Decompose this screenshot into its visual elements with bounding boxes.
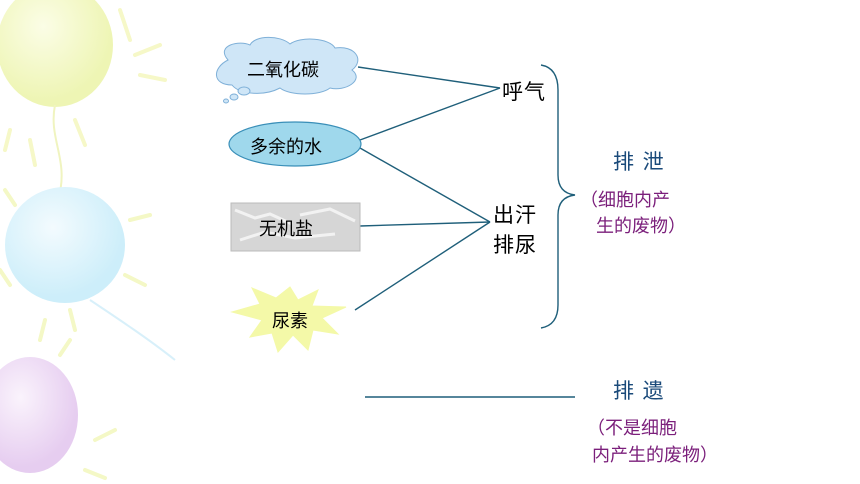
line-urea-to-sweat <box>354 221 491 311</box>
egestion-note-line2: 内产生的废物） <box>592 445 718 466</box>
source-co2-label: 二氧化碳 <box>247 60 319 81</box>
route-sweat-label: 出汗 <box>493 203 537 227</box>
egestion-title: 排 遗 <box>613 379 665 403</box>
excretion-note-line1: （细胞内产 <box>580 190 670 211</box>
line-salt-to-sweat <box>359 221 491 227</box>
egestion-note-line1: （不是细胞 <box>587 418 677 439</box>
excretion-title: 排 泄 <box>613 150 665 174</box>
line-water-to-sweat <box>359 147 491 223</box>
curly-brace <box>540 64 576 329</box>
route-urine-label: 排尿 <box>493 233 537 257</box>
route-breath-label: 呼气 <box>502 80 546 104</box>
blue-balloon-decoration <box>0 187 176 361</box>
source-water-label: 多余的水 <box>250 137 322 158</box>
source-urea-label: 尿素 <box>272 311 308 332</box>
oval-shape <box>228 121 362 167</box>
yellow-balloon-decoration <box>0 0 167 201</box>
excretion-note-line2: 生的废物） <box>596 216 686 237</box>
line-water-to-breath <box>359 87 501 141</box>
marble-rect-shape <box>230 202 361 252</box>
source-salt-label: 无机盐 <box>259 219 313 240</box>
cloud-shape <box>216 36 359 104</box>
starburst-shape <box>230 286 347 353</box>
line-co2-to-breath <box>357 66 501 89</box>
purple-balloon-decoration <box>0 338 117 480</box>
